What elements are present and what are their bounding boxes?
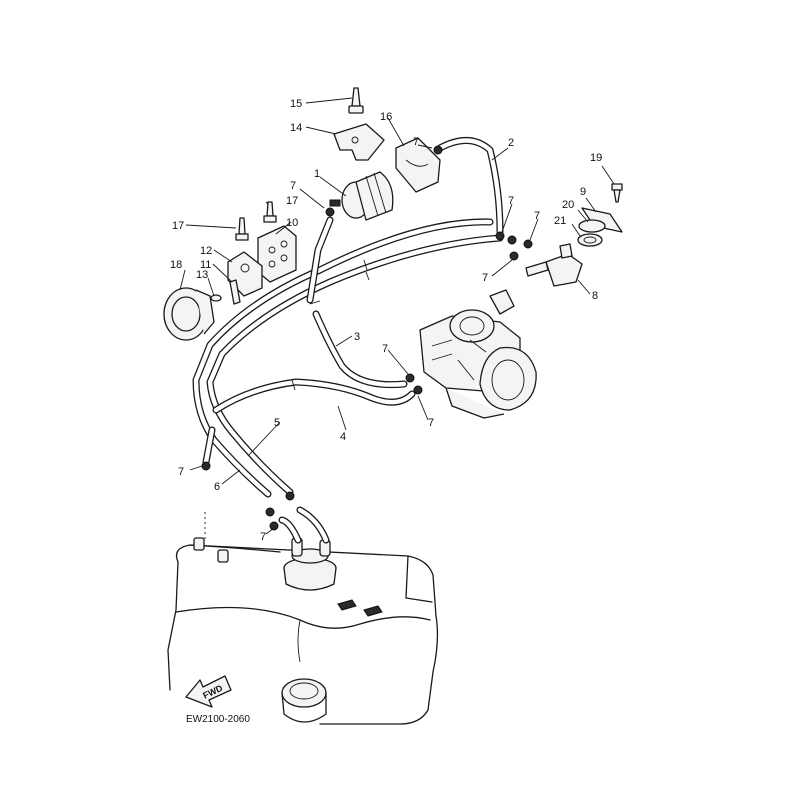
- callout-3: 3: [354, 331, 360, 343]
- callout-10: 10: [286, 217, 298, 229]
- fuel-hoses: [192, 137, 504, 544]
- callout-7: 7: [508, 195, 514, 207]
- hose-holder-10: [257, 225, 297, 283]
- washer-13: [210, 294, 222, 302]
- callout-7: 7: [178, 466, 184, 478]
- fuel-filter-clamp-16: [395, 137, 441, 193]
- callout-7: 7: [428, 417, 434, 429]
- screw-11: [229, 279, 241, 305]
- callout-4: 4: [340, 431, 346, 443]
- callout-labels: 15 14 16 7 2 19 1 9 20 7 17 10 17 7 7 21…: [170, 98, 602, 543]
- fuel-cock-8: [525, 243, 583, 287]
- callout-19: 19: [590, 152, 602, 164]
- leader-lines: [179, 97, 615, 540]
- callout-20: 20: [562, 199, 574, 211]
- bolt-17b: [235, 217, 249, 241]
- callout-17: 17: [172, 220, 184, 232]
- callout-7: 7: [382, 343, 388, 355]
- bolt-15: [348, 87, 364, 114]
- clips-7: [201, 145, 533, 531]
- callout-7: 7: [260, 531, 266, 543]
- fuel-tank: [167, 537, 439, 725]
- callout-14: 14: [290, 122, 302, 134]
- bracket-14: [333, 123, 385, 161]
- callout-17: 17: [286, 195, 298, 207]
- callout-15: 15: [290, 98, 302, 110]
- callout-7: 7: [290, 180, 296, 192]
- callout-16: 16: [380, 111, 392, 123]
- callout-18: 18: [170, 259, 182, 271]
- callout-11: 11: [200, 259, 211, 271]
- bolt-17a: [263, 201, 277, 223]
- callout-12: 12: [200, 245, 212, 257]
- callout-7: 7: [413, 136, 419, 148]
- callout-21: 21: [554, 215, 566, 227]
- callout-5: 5: [274, 417, 280, 429]
- callout-7: 7: [482, 272, 488, 284]
- callout-13: 13: [196, 269, 208, 281]
- cap-ring-18: [163, 287, 215, 341]
- carburetor: [419, 289, 537, 419]
- callout-7: 7: [534, 210, 540, 222]
- drawing-code: EW2100-2060: [186, 714, 250, 725]
- fuel-filter-1: [329, 171, 394, 221]
- screw-19: [611, 183, 623, 203]
- callout-6: 6: [214, 481, 220, 493]
- gasket-20: [578, 219, 606, 233]
- fwd-arrow-icon: FWD: [185, 675, 232, 708]
- o-ring-21: [577, 233, 603, 247]
- callout-1: 1: [314, 168, 320, 180]
- callout-9: 9: [580, 186, 586, 198]
- callout-8: 8: [592, 290, 598, 302]
- callout-2: 2: [508, 137, 514, 149]
